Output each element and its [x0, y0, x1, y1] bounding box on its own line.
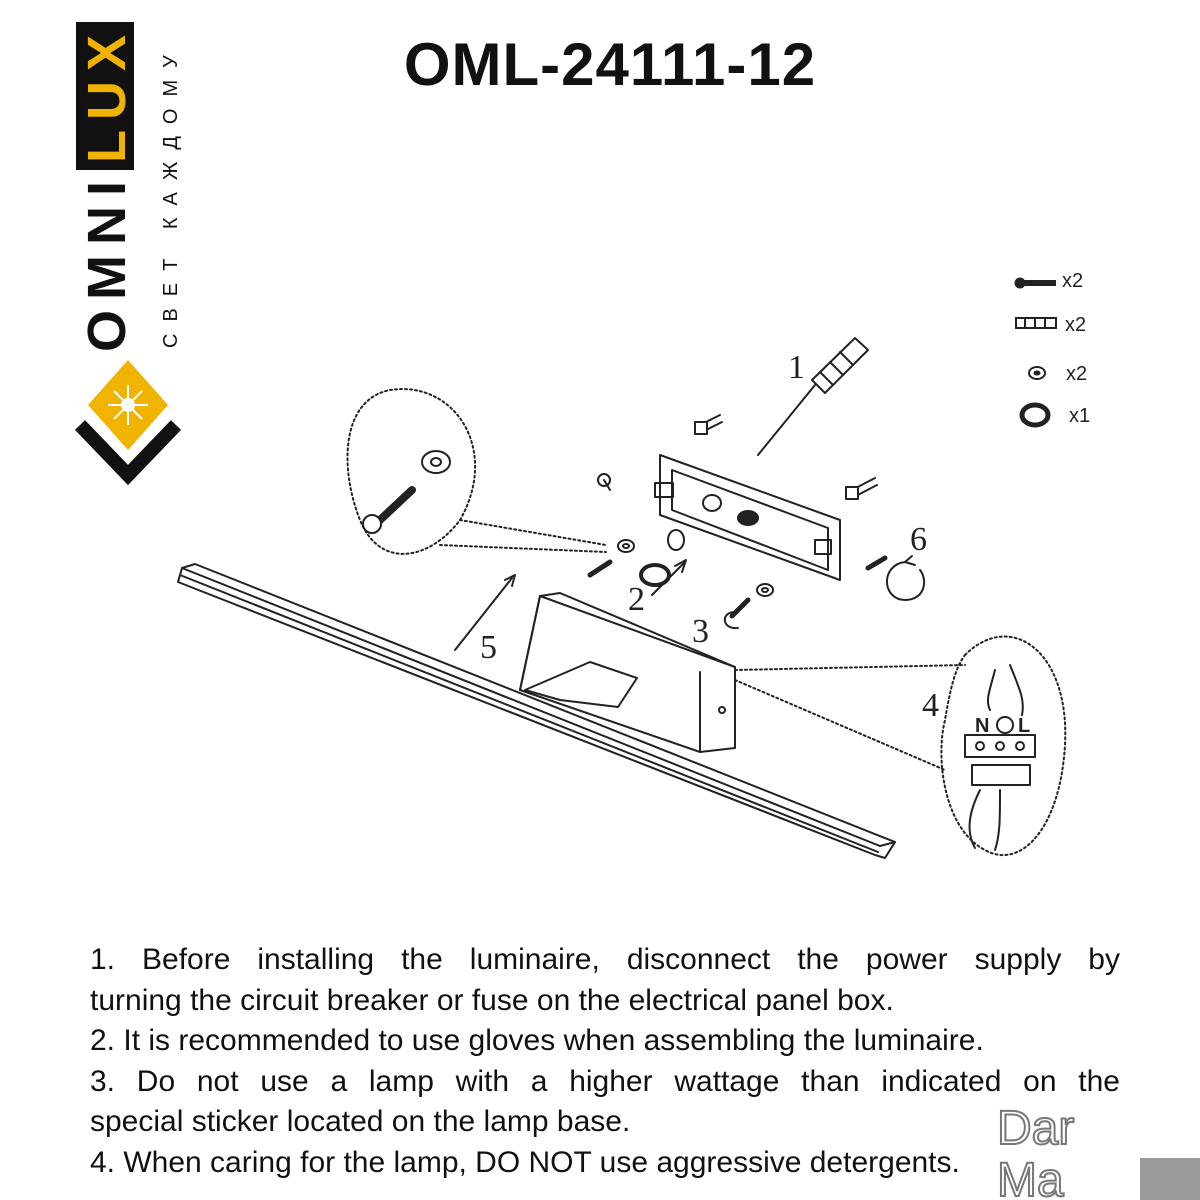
screw-icon: [1014, 277, 1056, 289]
parts-qty-plug: x2: [1065, 314, 1086, 336]
rubber-ring-icon: [1019, 402, 1051, 428]
instruction-3-line-2: special sticker located on the lamp base…: [90, 1105, 631, 1138]
assembly-diagram: 1 2 3 4 5 6 N L x2 x2 x2 x1: [177, 270, 1090, 859]
wiring-detail: [734, 635, 1067, 856]
parts-legend: [1014, 277, 1057, 428]
screwdriver-icon: [757, 337, 869, 456]
model-title: OML-24111-12: [403, 31, 817, 98]
wire-neutral-label: N: [975, 715, 989, 737]
rotate-arrow-icon-small: [723, 611, 739, 630]
lamp-body: [519, 592, 736, 753]
step-number-6: 6: [910, 521, 927, 558]
parts-qty-ring: x1: [1069, 405, 1090, 427]
rotate-arrow-icon: [886, 561, 926, 601]
wire-live-label: L: [1018, 715, 1030, 737]
instruction-1-line-1: 1. Before installing the luminaire, disc…: [90, 943, 1120, 976]
instruction-1-line-2: turning the circuit breaker or fuse on t…: [90, 983, 894, 1017]
wall-anchor-detail: [346, 388, 607, 555]
watermark-logo: Dar Ma: [996, 1101, 1200, 1200]
sun-emblem-icon: [74, 360, 182, 486]
parts-qty-washer: x2: [1066, 363, 1087, 385]
parts-qty-screw: x2: [1062, 270, 1083, 292]
lamp-bar: [177, 563, 896, 859]
brand-logo: LUX OMNI СВЕТ КАЖДОМУ: [0, 0, 200, 500]
washer-icon: [1028, 366, 1046, 380]
fasteners: [587, 414, 888, 619]
pointer-arrows: [454, 559, 687, 651]
watermark-line-1: Dar: [997, 1102, 1074, 1155]
step-number-5: 5: [480, 629, 497, 666]
safety-instructions: 1. Before installing the luminaire, disc…: [90, 940, 1120, 1183]
instruction-2: 2. It is recommended to use gloves when …: [90, 1024, 984, 1057]
step-number-2: 2: [628, 581, 645, 618]
mounting-plate: [654, 454, 841, 581]
step-number-1: 1: [788, 349, 805, 386]
brand-lux-box: [76, 22, 134, 170]
wall-plug-icon: [1015, 317, 1057, 329]
step-number-4: 4: [922, 687, 939, 724]
step-number-3: 3: [692, 613, 709, 650]
instruction-3-line-1: 3. Do not use a lamp with a higher watta…: [90, 1064, 1120, 1098]
watermark-line-2: Ma: [997, 1154, 1064, 1200]
instruction-4: 4. When caring for the lamp, DO NOT use …: [90, 1145, 960, 1179]
